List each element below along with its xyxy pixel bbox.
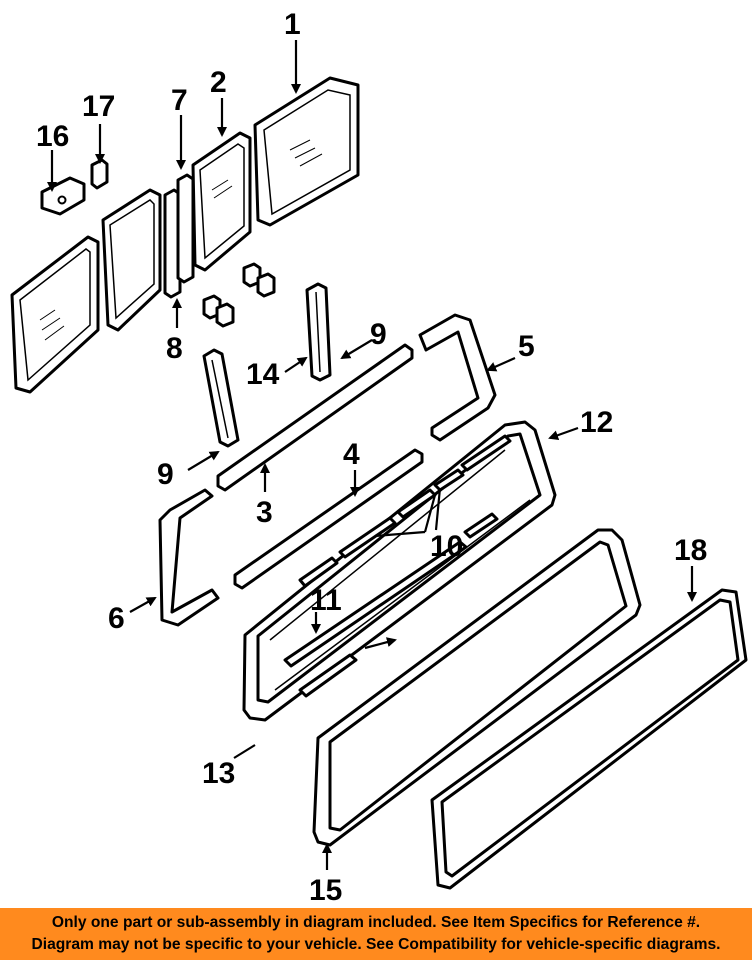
footer-line-2: Diagram may not be specific to your vehi… — [31, 936, 721, 953]
callout-15: 15 — [309, 874, 342, 907]
footer-line-1: Only one part or sub-assembly in diagram… — [51, 914, 701, 931]
glass-panel-2 — [191, 131, 252, 272]
clips-cluster — [202, 262, 276, 328]
callout-2: 2 — [210, 66, 227, 99]
frame-13 — [312, 528, 642, 847]
callout-1: 1 — [284, 8, 301, 41]
strip-4 — [233, 448, 424, 590]
clip-17 — [90, 158, 109, 190]
glass-panel-left-2 — [101, 188, 162, 332]
divider-strip-7b — [176, 173, 195, 284]
callout-18: 18 — [674, 534, 707, 567]
strip-segments-10 — [298, 434, 512, 588]
callout-5: 5 — [518, 330, 535, 363]
callout-17: 17 — [82, 90, 115, 123]
callout-4: 4 — [343, 438, 360, 471]
vertical-seal-9-left — [202, 348, 240, 448]
parts-diagram: 1 2 7 17 16 8 9 14 5 4 12 9 3 10 18 11 6… — [10, 8, 748, 907]
callout-11: 11 — [310, 584, 342, 617]
strip-11 — [283, 540, 468, 698]
frame-18 — [430, 588, 748, 890]
callout-8: 8 — [166, 332, 183, 365]
callout-9-right: 9 — [370, 318, 387, 351]
callout-7: 7 — [171, 84, 188, 117]
callout-16: 16 — [36, 120, 69, 153]
divider-strip-7a — [163, 188, 182, 299]
strip-3 — [216, 343, 414, 492]
vertical-seal-14 — [305, 282, 332, 382]
callout-9-left: 9 — [157, 458, 174, 491]
callout-6: 6 — [108, 602, 125, 635]
callout-3: 3 — [256, 496, 273, 529]
glass-panel-1 — [253, 76, 360, 227]
callout-12: 12 — [580, 406, 613, 439]
bracket-16 — [40, 176, 86, 216]
corner-piece-5 — [418, 313, 497, 442]
footer-disclaimer-banner: Only one part or sub-assembly in diagram… — [0, 908, 752, 960]
corner-piece-6 — [158, 488, 220, 627]
callout-14: 14 — [246, 358, 280, 391]
leader-arrows — [47, 40, 697, 870]
glass-panel-left-1 — [10, 235, 100, 394]
callout-10: 10 — [430, 530, 463, 563]
callout-13: 13 — [202, 757, 235, 790]
